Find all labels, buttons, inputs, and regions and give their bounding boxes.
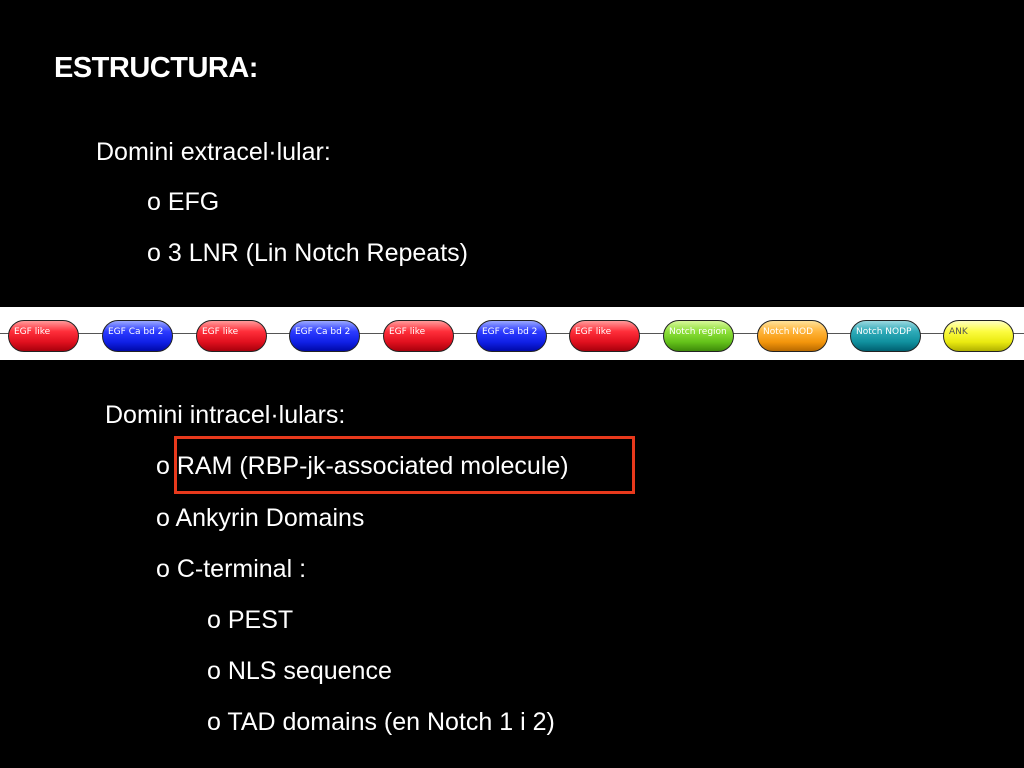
ram-highlight-box (174, 436, 635, 494)
extracellular-item-efg: o EFG (147, 188, 220, 216)
domain-egf-ca-bd-2-3: EGF Ca bd 2 (476, 320, 547, 352)
extracellular-item-lnr: o 3 LNR (Lin Notch Repeats) (147, 239, 468, 267)
domain-egf-ca-bd-2-2: EGF Ca bd 2 (289, 320, 360, 352)
domain-notch-region: Notch region (663, 320, 734, 352)
c-terminal-subitem-pest: o PEST (207, 606, 294, 634)
c-terminal-subitem-tad: o TAD domains (en Notch 1 i 2) (207, 708, 555, 736)
domain-notch-nodp: Notch NODP (850, 320, 921, 352)
intracellular-heading: Domini intracel·lulars: (105, 401, 346, 429)
intracellular-item-c-terminal: o C-terminal : (156, 555, 307, 583)
domain-egf-like-4: EGF like (569, 320, 640, 352)
domain-egf-like-3: EGF like (383, 320, 454, 352)
intracellular-item-ram: o RAM (RBP-jk-associated molecule) (156, 452, 569, 480)
domain-egf-ca-bd-2-1: EGF Ca bd 2 (102, 320, 173, 352)
c-terminal-subitem-nls: o NLS sequence (207, 657, 392, 685)
intracellular-item-ankyrin: o Ankyrin Domains (156, 504, 365, 532)
extracellular-heading: Domini extracel·lular: (96, 138, 331, 166)
domain-egf-like-1: EGF like (8, 320, 79, 352)
domain-diagram: EGF like EGF Ca bd 2 EGF like EGF Ca bd … (0, 307, 1024, 360)
domain-notch-nod: Notch NOD (757, 320, 828, 352)
domain-ank: ANK (943, 320, 1014, 352)
slide-title: ESTRUCTURA: (54, 52, 258, 84)
domain-egf-like-2: EGF like (196, 320, 267, 352)
